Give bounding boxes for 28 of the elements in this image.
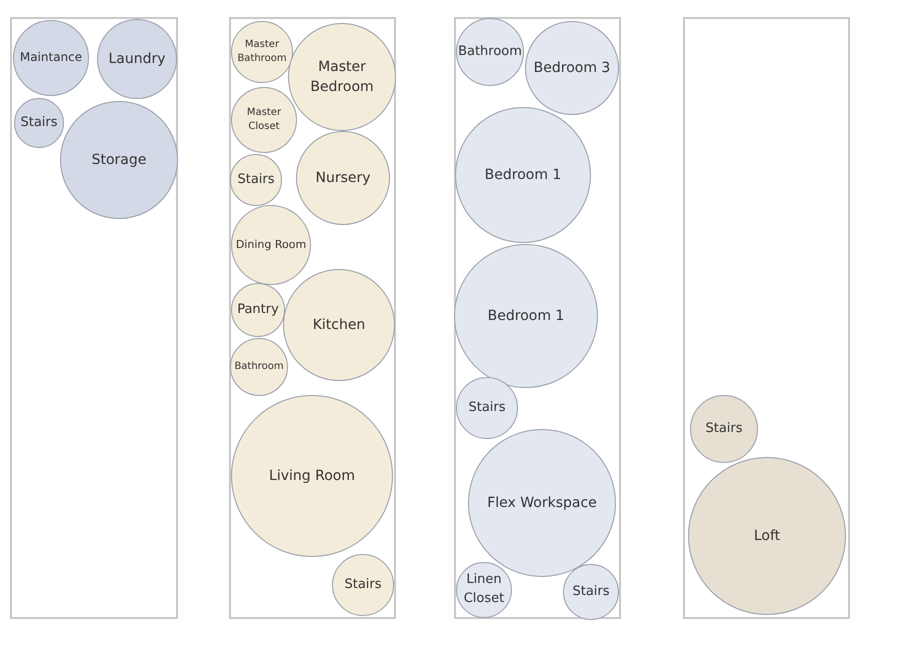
room-bubble: Master Bathroom <box>231 21 293 83</box>
room-bubble: Maintance <box>13 20 89 96</box>
room-bubble: Pantry <box>231 283 285 337</box>
room-bubble: Storage <box>60 101 178 219</box>
floor-panel <box>10 17 178 619</box>
room-bubble: Bedroom 3 <box>525 21 619 115</box>
room-bubble: Living Room <box>231 395 393 557</box>
room-bubble: Nursery <box>296 131 390 225</box>
room-bubble: Stairs <box>14 98 64 148</box>
room-bubble: Stairs <box>690 395 758 463</box>
room-bubble: Laundry <box>97 19 177 99</box>
room-bubble: Stairs <box>332 554 394 616</box>
room-bubble: Master Closet <box>231 87 297 153</box>
room-bubble: Bathroom <box>230 338 288 396</box>
room-bubble: Stairs <box>456 377 518 439</box>
room-bubble: Bedroom 1 <box>455 107 591 243</box>
floor-panel <box>454 17 621 619</box>
room-bubble: Kitchen <box>283 269 395 381</box>
room-bubble: Loft <box>688 457 846 615</box>
room-bubble: Bathroom <box>456 18 524 86</box>
floor-panel <box>683 17 850 619</box>
floor-panel <box>229 17 396 619</box>
room-bubble: Master Bedroom <box>288 23 396 131</box>
room-bubble: Stairs <box>563 564 619 620</box>
room-bubble: Bedroom 1 <box>454 244 598 388</box>
room-bubble: Linen Closet <box>456 562 512 618</box>
room-bubble: Stairs <box>230 154 282 206</box>
room-bubble: Dining Room <box>231 205 311 285</box>
